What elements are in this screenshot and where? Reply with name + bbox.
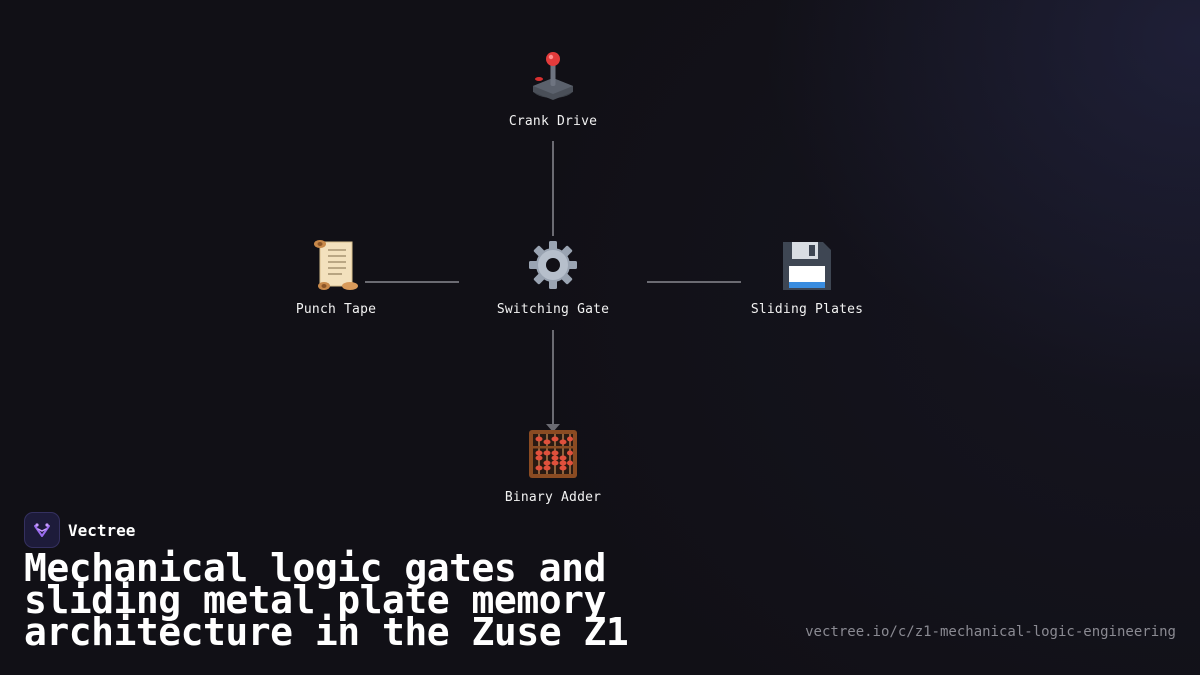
- brand-name: Vectree: [68, 520, 136, 540]
- node-punch-tape[interactable]: Punch Tape: [246, 236, 426, 317]
- vectree-logo-icon: [24, 512, 60, 548]
- source-url: vectree.io/c/z1-mechanical-logic-enginee…: [805, 624, 1176, 640]
- node-label: Punch Tape: [295, 302, 377, 317]
- scroll-icon: [314, 240, 358, 290]
- node-label: Binary Adder: [504, 490, 602, 505]
- node-label: Crank Drive: [508, 114, 598, 129]
- brand: Vectree: [24, 512, 135, 548]
- node-crank-drive[interactable]: Crank Drive: [463, 48, 643, 129]
- node-label: Sliding Plates: [750, 302, 864, 317]
- joystick-icon: [533, 52, 573, 100]
- abacus-icon: [529, 430, 577, 478]
- edge-gate-to-adder-arrowhead: [546, 424, 560, 432]
- floppy-disk-icon: [783, 242, 831, 290]
- gear-icon: [529, 241, 577, 289]
- page-title: Mechanical logic gates and sliding metal…: [24, 546, 629, 654]
- node-binary-adder[interactable]: Binary Adder: [463, 424, 643, 505]
- node-sliding-plates[interactable]: Sliding Plates: [717, 236, 897, 317]
- node-switching-gate[interactable]: Switching Gate: [463, 236, 643, 317]
- node-label: Switching Gate: [496, 302, 610, 317]
